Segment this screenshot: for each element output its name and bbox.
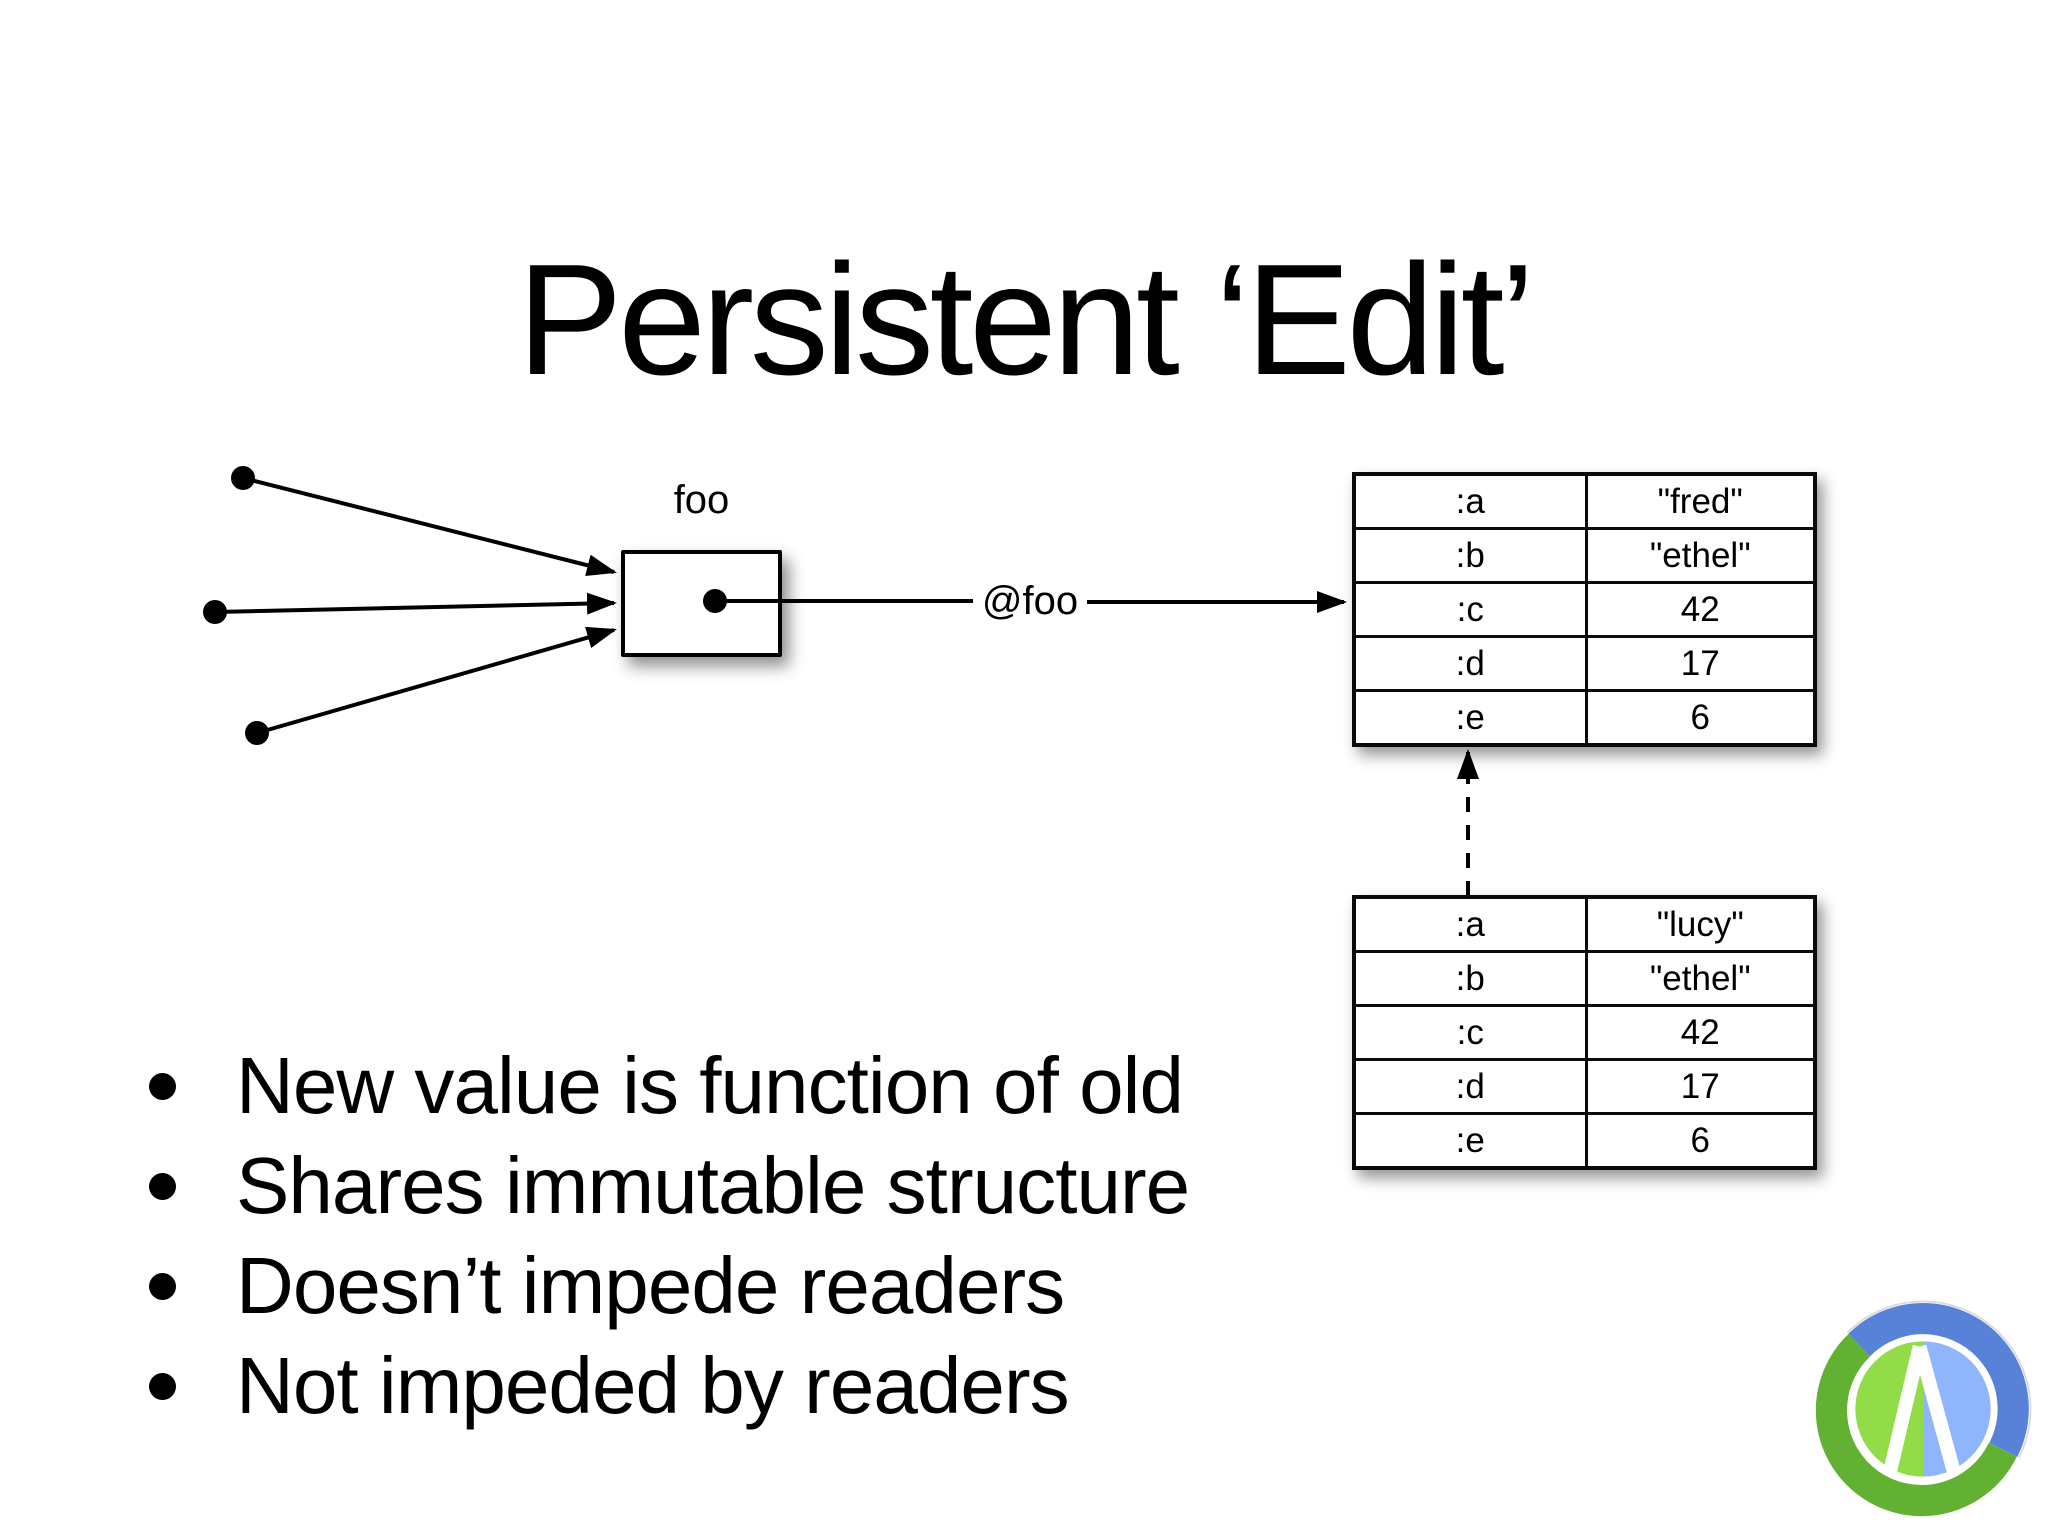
bullet-icon xyxy=(149,1372,176,1400)
table-row: :a "lucy" xyxy=(1356,899,1813,950)
table-cell-key: :d xyxy=(1455,643,1485,683)
pointer-dot xyxy=(245,721,269,745)
table-cell-key: :a xyxy=(1455,904,1485,944)
bullet-icon xyxy=(149,1272,176,1300)
logo-green-swoosh xyxy=(1815,1334,2017,1517)
pointer-arrow xyxy=(242,476,617,577)
table-cell-key: :c xyxy=(1456,1012,1484,1052)
table-row: :a "fred" xyxy=(1356,476,1813,527)
table-cell-value: 6 xyxy=(1584,692,1814,743)
pointer-arrow xyxy=(256,626,617,735)
pointer-arrow xyxy=(214,592,617,615)
table-cell-key: :c xyxy=(1456,589,1484,629)
bullet-text: Doesn’t impede readers xyxy=(236,1241,1065,1330)
table-cell-value: "lucy" xyxy=(1584,899,1814,950)
table-cell-value: "ethel" xyxy=(1584,953,1814,1004)
table-row: :b "ethel" xyxy=(1356,950,1813,1004)
bullet-text: New value is function of old xyxy=(236,1041,1184,1130)
list-item: Not impeded by readers xyxy=(149,1336,1189,1436)
table-cell-value: 17 xyxy=(1584,1061,1814,1112)
foo-ref-box xyxy=(621,550,782,657)
logo-lambda xyxy=(1883,1344,1961,1476)
table-row: :e 6 xyxy=(1356,1112,1813,1166)
table-cell-value: "ethel" xyxy=(1584,530,1814,581)
table-cell-value: 42 xyxy=(1584,584,1814,635)
table-row: :c 42 xyxy=(1356,581,1813,635)
new-value-table: :a "lucy" :b "ethel" :c 42 :d 17 :e 6 xyxy=(1352,895,1817,1170)
clojure-logo xyxy=(1812,1300,2032,1520)
deref-label: @foo xyxy=(981,579,1079,623)
table-cell-value: "fred" xyxy=(1584,476,1814,527)
table-cell-value: 6 xyxy=(1584,1115,1814,1166)
table-cell-key: :b xyxy=(1455,958,1485,998)
table-row: :b "ethel" xyxy=(1356,527,1813,581)
table-cell-value: 17 xyxy=(1584,638,1814,689)
bullet-list: New value is function of old Shares immu… xyxy=(149,1036,1190,1436)
table-cell-key: :e xyxy=(1455,1120,1485,1160)
bullet-text: Shares immutable structure xyxy=(236,1141,1190,1230)
bullet-text: Not impeded by readers xyxy=(236,1341,1070,1430)
list-item: Doesn’t impede readers xyxy=(149,1236,1189,1336)
foo-box-label: foo xyxy=(673,478,730,522)
slide-title: Persistent ‘Edit’ xyxy=(517,231,1535,408)
list-item: Shares immutable structure xyxy=(149,1136,1190,1236)
current-value-table: :a "fred" :b "ethel" :c 42 :d 17 :e 6 xyxy=(1352,472,1817,747)
table-row: :d 17 xyxy=(1356,1058,1813,1112)
table-cell-value: 42 xyxy=(1584,1007,1814,1058)
pointer-dot xyxy=(203,600,227,624)
table-cell-key: :b xyxy=(1455,535,1485,575)
table-cell-key: :e xyxy=(1455,697,1485,737)
pointer-dot xyxy=(231,466,255,490)
table-cell-key: :a xyxy=(1455,481,1485,521)
table-cell-key: :d xyxy=(1455,1066,1485,1106)
table-row: :e 6 xyxy=(1356,689,1813,743)
list-item: New value is function of old xyxy=(149,1036,1189,1136)
logo-blue-swoosh xyxy=(1823,1302,2029,1476)
bullet-icon xyxy=(149,1172,176,1200)
table-row: :d 17 xyxy=(1356,635,1813,689)
table-row: :c 42 xyxy=(1356,1004,1813,1058)
bullet-icon xyxy=(149,1072,176,1100)
